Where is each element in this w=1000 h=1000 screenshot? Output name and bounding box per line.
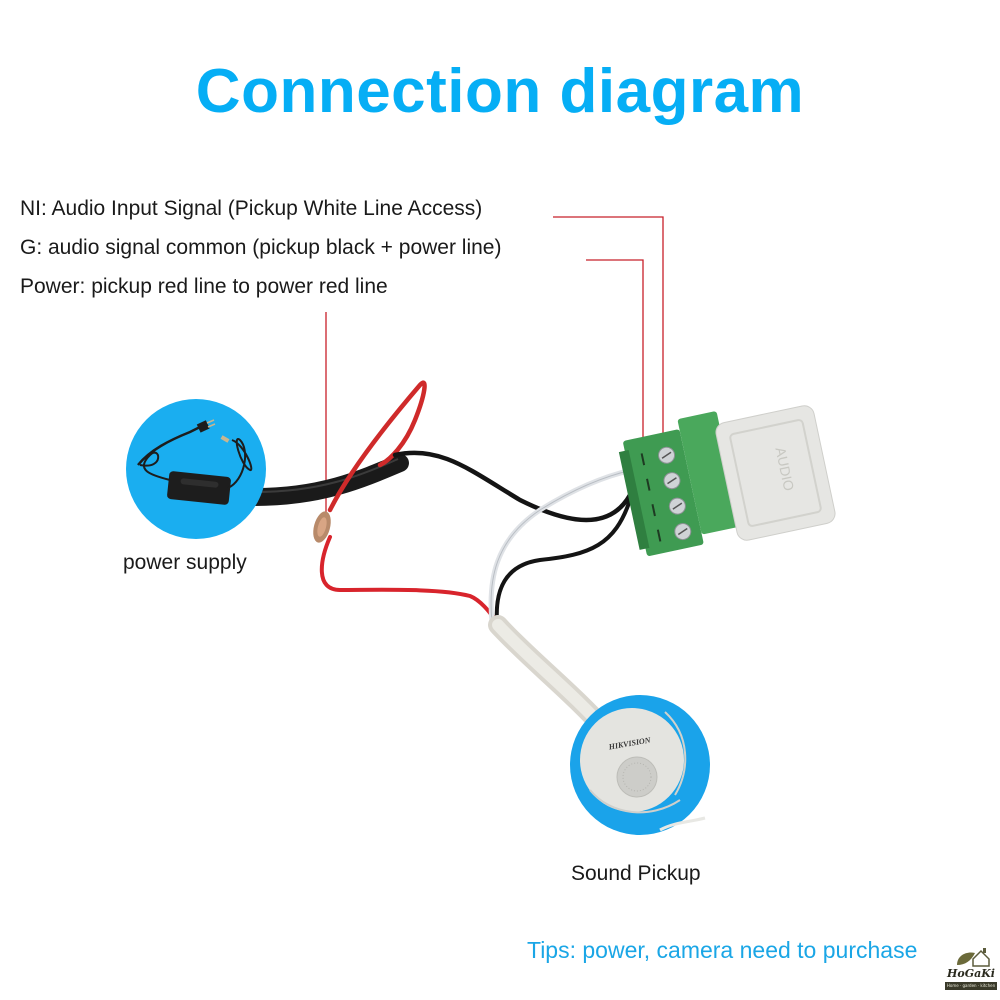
connector-housing: AUDIO: [715, 405, 836, 541]
tips-note: Tips: power, camera need to purchase: [527, 937, 918, 963]
legend-g: G: audio signal common (pickup black + p…: [20, 236, 502, 259]
terminal-screw-g: [663, 472, 681, 490]
legend-ni: NI: Audio Input Signal (Pickup White Lin…: [20, 197, 483, 220]
black-wire-power: [392, 450, 633, 523]
black-wire-pickup: [494, 498, 632, 624]
legend-power: Power: pickup red line to power red line: [20, 275, 388, 298]
terminal-block: [618, 411, 741, 556]
red-wire-pickup: [319, 535, 497, 622]
power-supply-label: power supply: [123, 551, 247, 574]
logo-tagline: Home · garden · kitchen: [945, 982, 997, 990]
terminal-screw-ni: [658, 446, 676, 464]
logo-name: HoGaKi: [947, 967, 995, 980]
page-title: Connection diagram: [195, 57, 805, 126]
terminal-screw-3: [668, 497, 686, 515]
solder-splice: [313, 511, 331, 543]
power-supply-image: [126, 399, 266, 539]
sound-pickup-image: HIKVISION: [570, 695, 710, 835]
red-wire-power: [327, 380, 427, 513]
sound-pickup-label: Sound Pickup: [571, 862, 701, 885]
white-wire-outline: [490, 469, 633, 623]
brand-logo: HoGaKi Home · garden · kitchen: [943, 945, 999, 995]
leader-line-g: [586, 259, 644, 490]
leader-line-ni: [553, 216, 664, 450]
terminal-screw-4: [674, 523, 692, 541]
leaf-house-icon: [957, 948, 990, 967]
